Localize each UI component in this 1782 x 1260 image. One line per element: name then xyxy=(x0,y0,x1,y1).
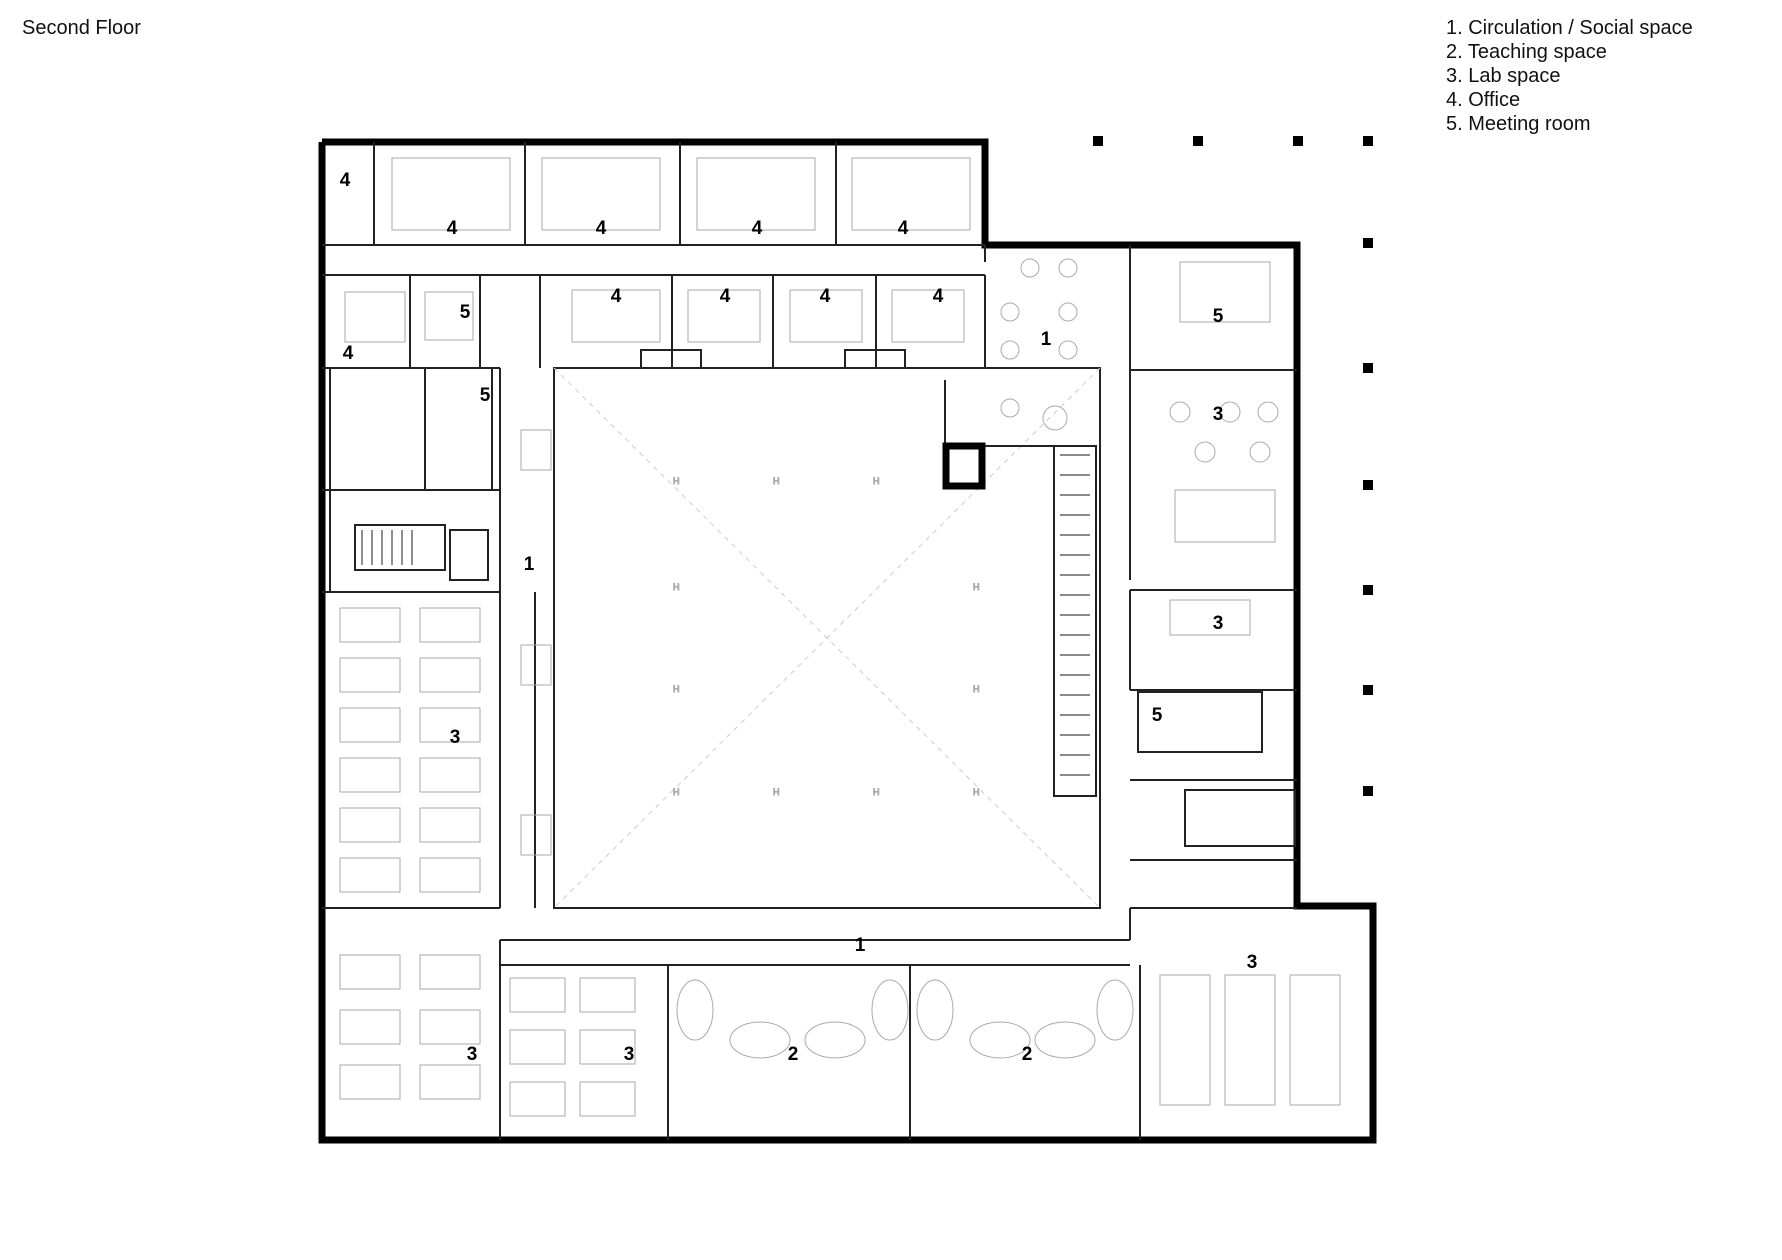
svg-text:H: H xyxy=(673,476,680,486)
room-number-lab: 3 xyxy=(1247,952,1258,973)
room-number-office: 4 xyxy=(820,286,831,307)
room-number-circulation: 1 xyxy=(524,554,535,575)
legend-item-lab: 3. Lab space xyxy=(1446,65,1561,87)
room-number-meeting: 5 xyxy=(480,385,491,406)
svg-text:H: H xyxy=(873,787,880,797)
page-title: Second Floor xyxy=(22,17,141,39)
room-number-circulation: 1 xyxy=(855,935,866,956)
svg-text:H: H xyxy=(773,787,780,797)
room-number-lab: 3 xyxy=(1213,404,1224,425)
room-number-teaching: 2 xyxy=(1022,1044,1033,1065)
svg-text:H: H xyxy=(773,476,780,486)
southeast-core xyxy=(1130,691,1297,861)
legend-item-teaching: 2. Teaching space xyxy=(1446,41,1607,63)
legend-item-circulation: 1. Circulation / Social space xyxy=(1446,17,1693,39)
room-number-office: 4 xyxy=(340,170,351,191)
room-number-office: 4 xyxy=(611,286,622,307)
svg-text:H: H xyxy=(673,582,680,592)
north-offices xyxy=(322,142,986,369)
central-atrium: H H H H H H H H H H H xyxy=(553,367,1101,909)
room-number-meeting: 5 xyxy=(1152,705,1163,726)
room-number-lab: 3 xyxy=(624,1044,635,1065)
room-number-teaching: 2 xyxy=(788,1044,799,1065)
legend-item-meeting: 5. Meeting room xyxy=(1446,113,1591,135)
room-number-meeting: 5 xyxy=(1213,306,1224,327)
legend: 1. Circulation / Social space 2. Teachin… xyxy=(1446,16,1693,136)
room-number-lab: 3 xyxy=(1213,613,1224,634)
room-number-lab: 3 xyxy=(450,727,461,748)
south-rooms xyxy=(339,907,1341,1140)
room-number-office: 4 xyxy=(933,286,944,307)
svg-text:H: H xyxy=(973,684,980,694)
exterior-walls xyxy=(318,138,1377,1144)
room-number-lab: 3 xyxy=(467,1044,478,1065)
svg-text:H: H xyxy=(973,582,980,592)
northwest-core xyxy=(322,275,500,593)
svg-text:H: H xyxy=(673,684,680,694)
room-number-office: 4 xyxy=(752,218,763,239)
exterior-columns xyxy=(1093,136,1373,796)
room-number-office: 4 xyxy=(596,218,607,239)
svg-text:H: H xyxy=(673,787,680,797)
room-numbers: 4 4 4 4 4 4 4 4 4 4 5 5 5 5 1 1 1 3 3 3 … xyxy=(340,170,1258,1065)
svg-text:H: H xyxy=(973,787,980,797)
room-number-office: 4 xyxy=(447,218,458,239)
svg-text:H: H xyxy=(873,476,880,486)
west-lab xyxy=(322,592,501,909)
room-number-office: 4 xyxy=(898,218,909,239)
west-corridor xyxy=(499,368,552,908)
room-number-circulation: 1 xyxy=(1041,329,1052,350)
legend-item-office: 4. Office xyxy=(1446,89,1521,111)
room-number-office: 4 xyxy=(720,286,731,307)
room-number-meeting: 5 xyxy=(460,302,471,323)
stair-east xyxy=(1053,445,1097,797)
room-number-office: 4 xyxy=(343,343,354,364)
northeast-social xyxy=(942,245,1297,691)
